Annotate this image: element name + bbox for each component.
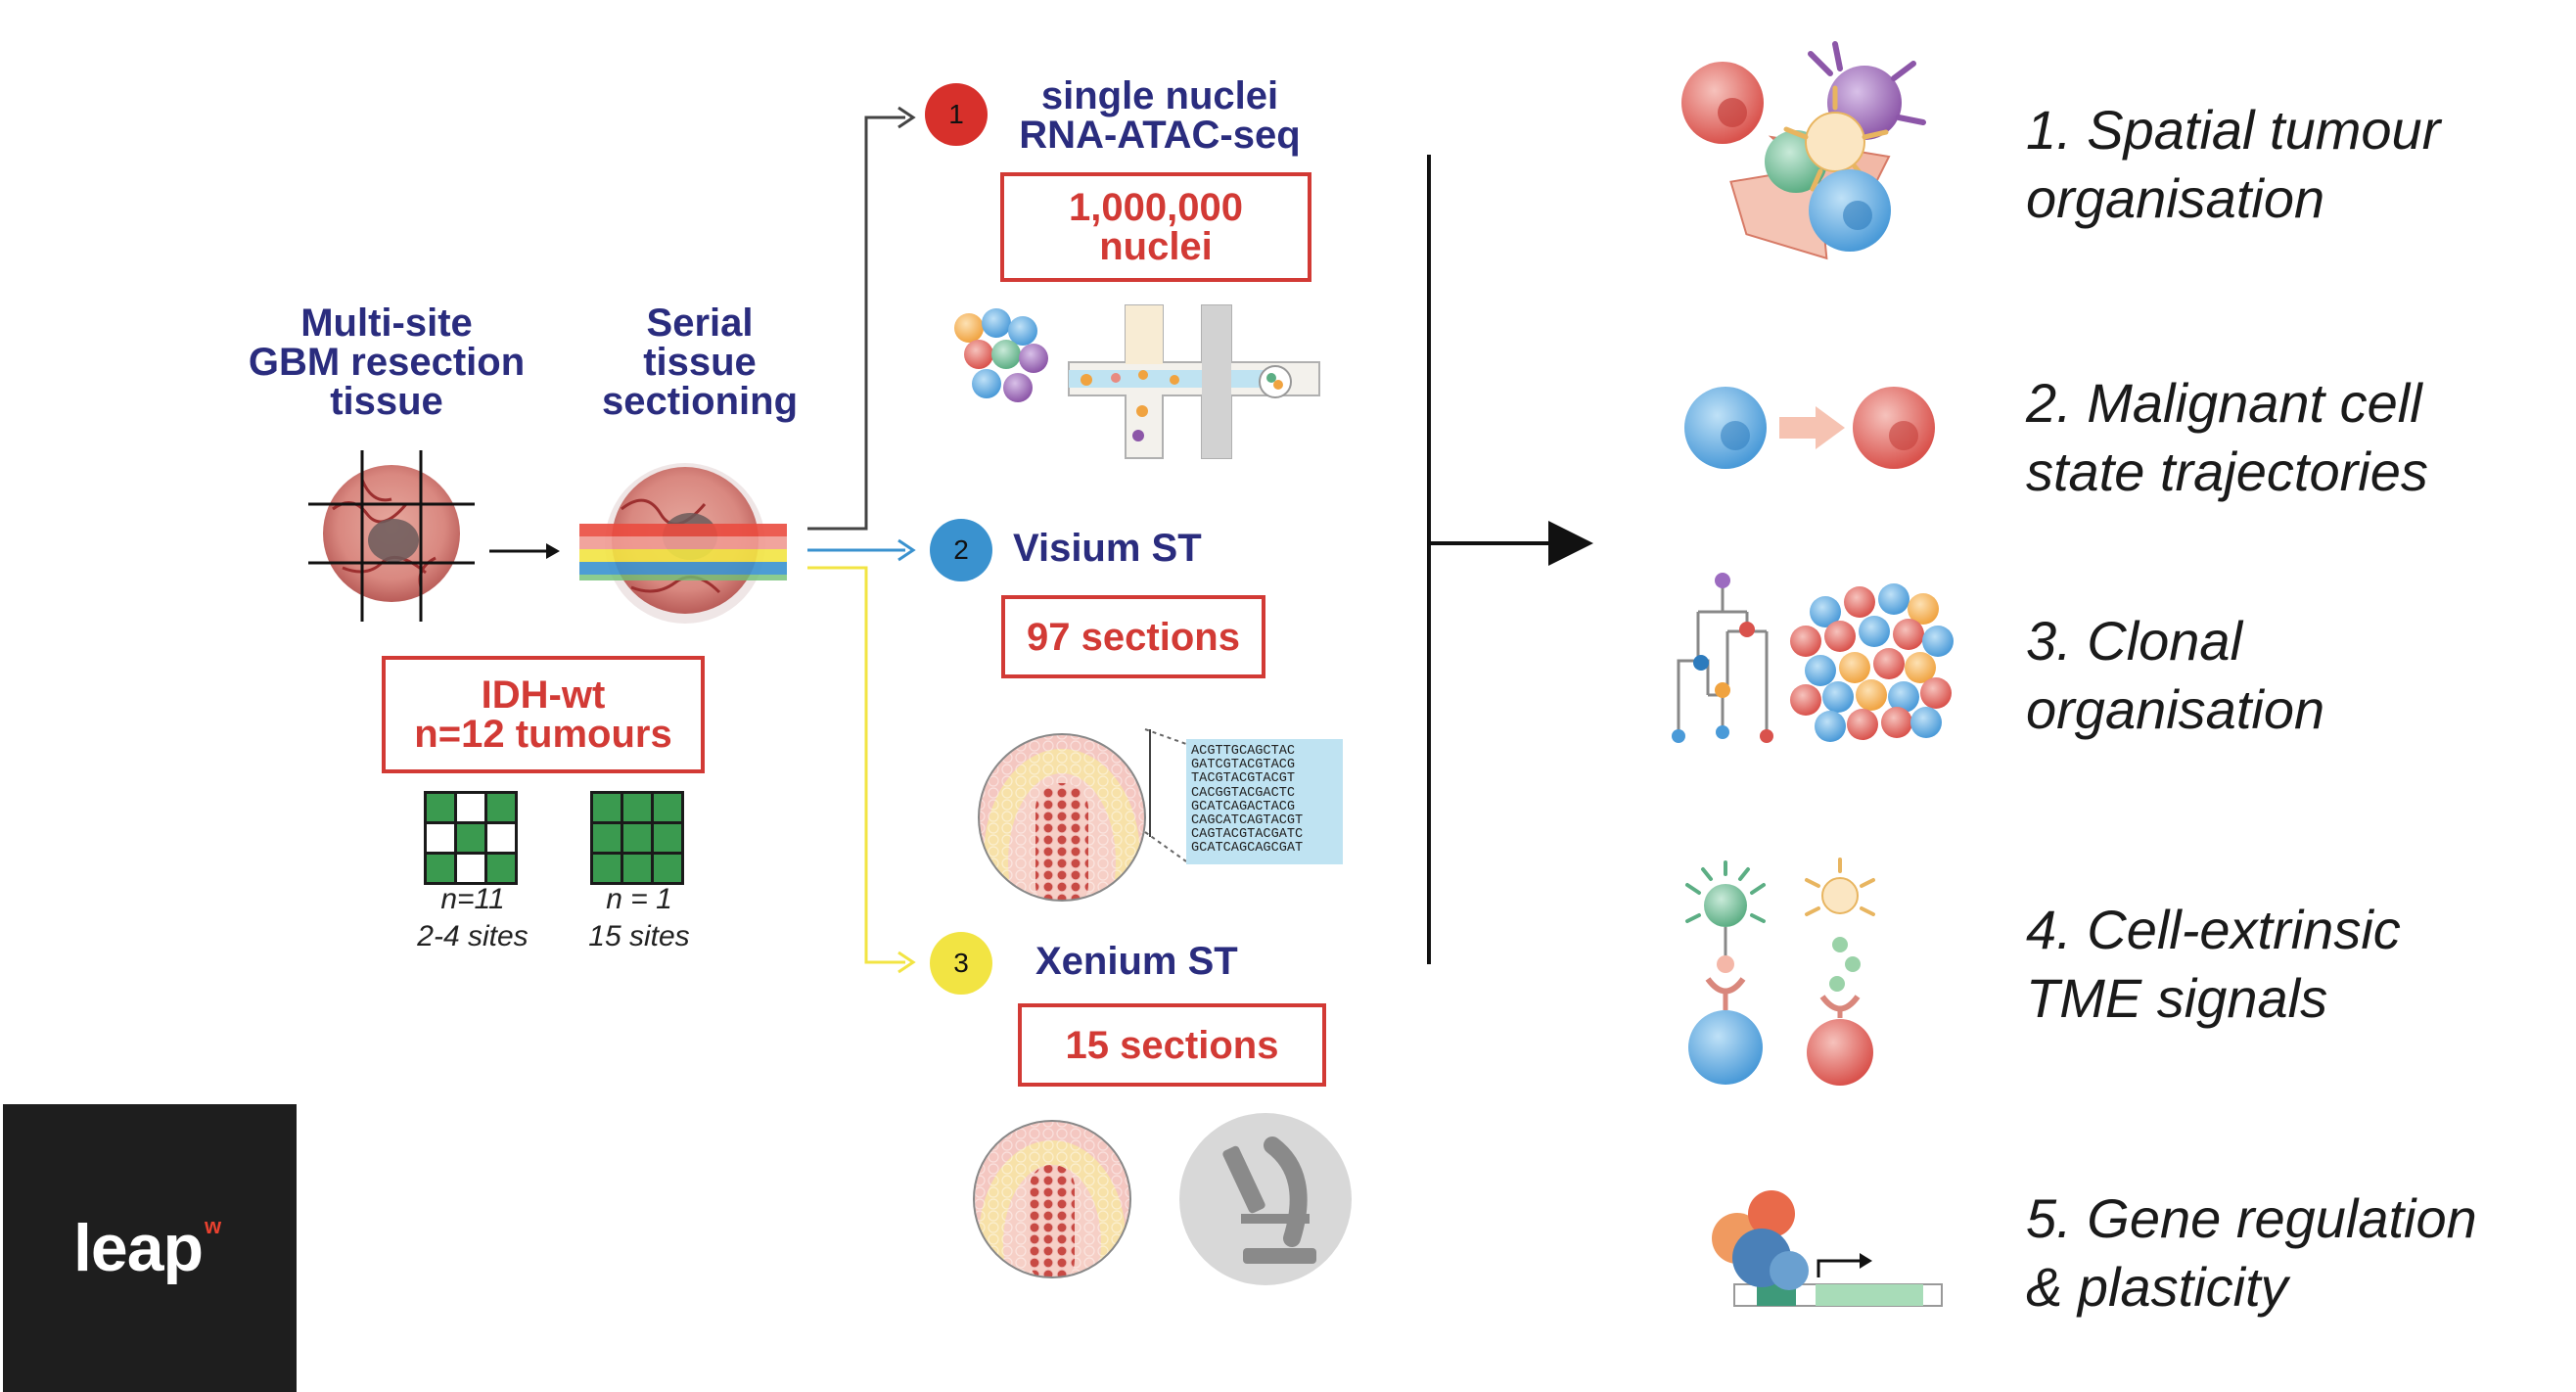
site-grid-partial [424,791,518,885]
logo-superscript: w [205,1214,222,1238]
cell-cluster-icon [1681,41,1926,260]
sectioned-tissue-icon [579,463,787,624]
assay-2-badge: 2 [930,519,992,581]
outcome-3: 3. Clonal organisation [2026,610,2325,740]
clonal-tree-icon [1672,573,1773,743]
assay-3-title: Xenium ST [1035,940,1238,983]
assay-3-badge: 3 [930,932,992,995]
site-grid-full [590,791,684,885]
leap-logo: leap w [3,1104,297,1392]
outcome-1: 1. Spatial tumour organisation [2026,99,2441,229]
assay-1-title: single nuclei RNA-ATAC-seq [1019,74,1301,157]
xenium-section-icon [974,1121,1130,1277]
gene-regulation-icon [1712,1190,1943,1307]
sequence-reads: ACGTTGCAGCTAC GATCGTACGTACG TACGTACGTACG… [1186,739,1343,864]
microfluidics-icon [954,304,1320,459]
assay-2-title: Visium ST [1013,527,1202,570]
tissue-block-icon [308,450,475,622]
grid-caption-partial: n=11 2-4 sites [417,883,529,952]
outcome-4: 4. Cell-extrinsic TME signals [2026,899,2401,1029]
cohort-box: IDH-wt n=12 tumours [382,656,705,773]
logo-text: leap [73,1211,204,1285]
tissue-label: Multi-site GBM resection tissue [248,302,526,423]
microscope-icon [1179,1113,1352,1285]
clone-cells-icon [1790,583,1954,742]
assay-2-count-box: 97 sections [1001,595,1265,678]
visium-section-icon [979,734,1145,901]
assay-1-badge: 1 [925,83,988,146]
assay-3-count-box: 15 sections [1018,1003,1326,1087]
outcome-2: 2. Malignant cell state trajectories [2026,372,2428,502]
cell-transition-icon [1684,387,1935,469]
assay-1-count-box: 1,000,000 nuclei [1000,172,1311,282]
ligand-receptor-icon [1685,858,1875,1086]
outcome-5: 5. Gene regulation & plasticity [2026,1187,2477,1318]
grid-caption-full: n = 1 15 sites [588,883,690,952]
sectioning-label: Serial tissue sectioning [601,302,799,423]
